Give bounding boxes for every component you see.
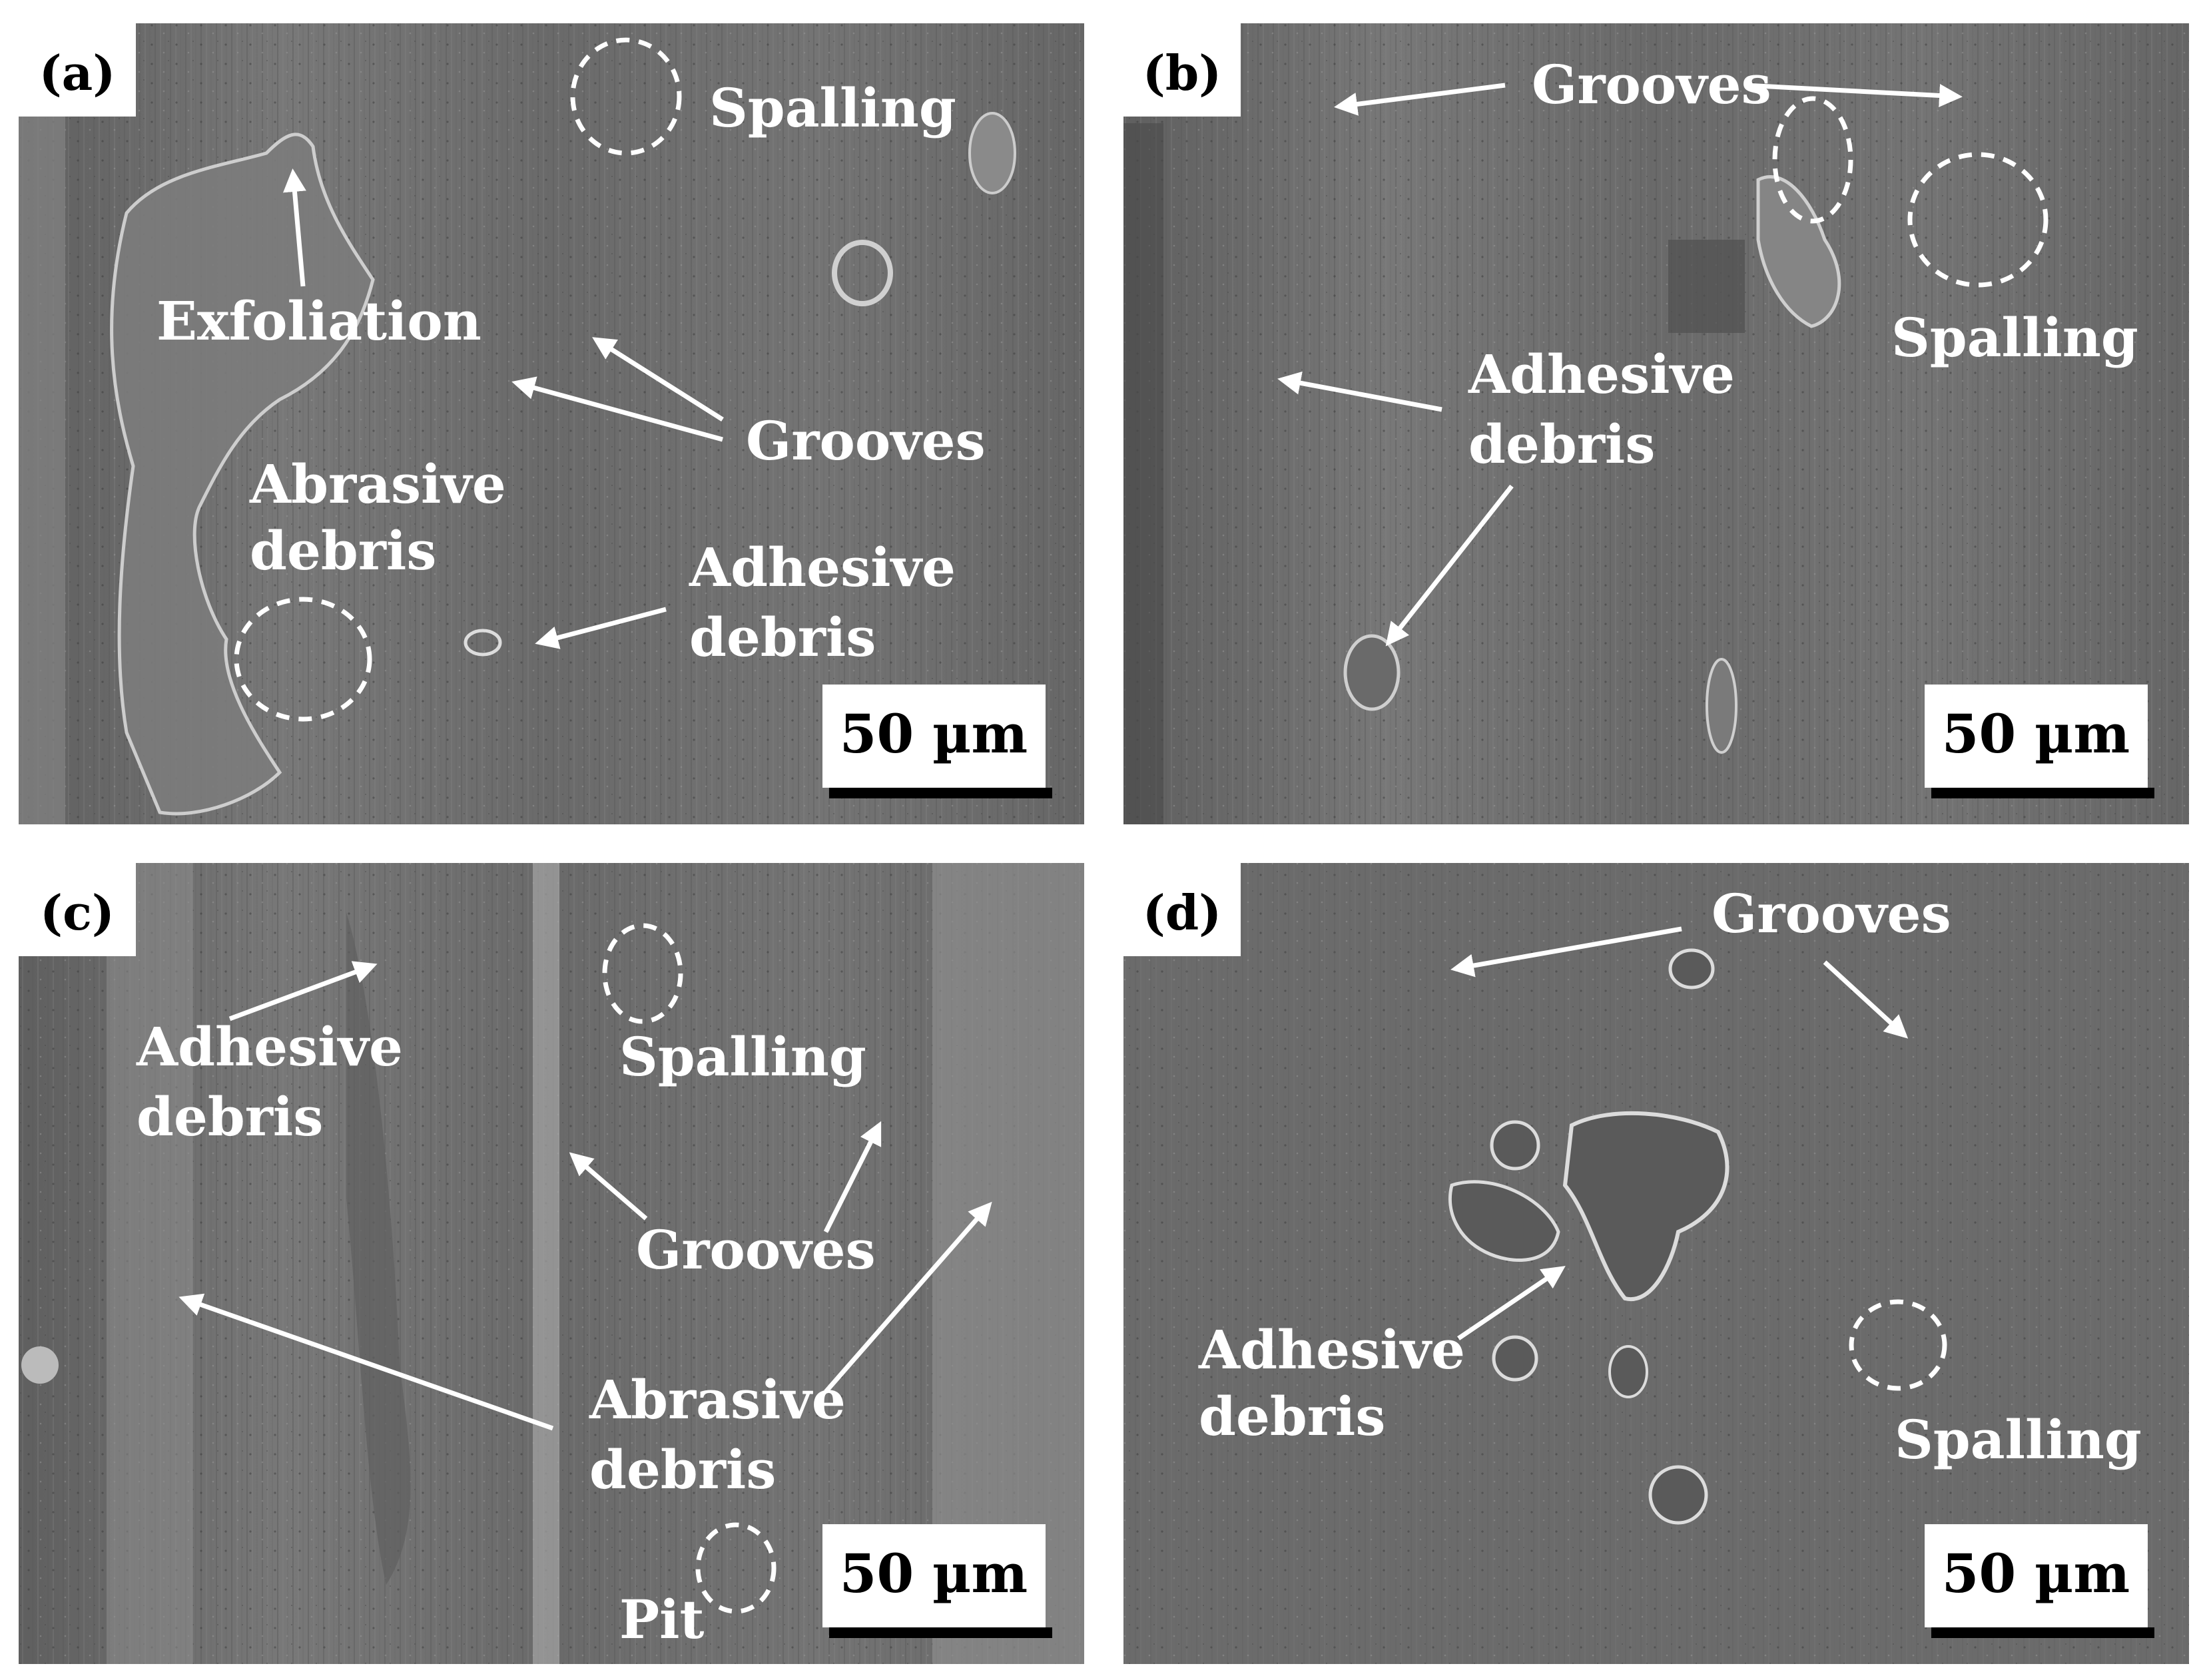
label-abrasive-c-1: Abrasive — [589, 1368, 846, 1431]
arrow-grooves-c-2 — [823, 1121, 882, 1233]
label-spalling-c: Spalling — [619, 1025, 866, 1088]
arrow-adhesive-d — [1457, 1266, 1566, 1340]
label-adhesive-d-2: debris — [1199, 1385, 1385, 1448]
panel-letter-b: (b) — [1143, 45, 1221, 101]
label-exfoliation-a: Exfoliation — [157, 290, 481, 352]
arrow-adhesive-a — [535, 607, 667, 649]
panel-letter-box-c — [19, 863, 136, 956]
label-adhesive-d-1: Adhesive — [1198, 1318, 1465, 1381]
label-grooves-b: Grooves — [1532, 53, 1771, 116]
scale-text-a: 50 µm — [840, 702, 1028, 765]
panel-d: (d) Grooves Adhesive debris Spalling 50 … — [1123, 863, 2189, 1664]
arrow-grooves-a-2 — [511, 376, 723, 442]
label-grooves-d: Grooves — [1712, 882, 1951, 945]
arrow-adhesive-b-1 — [1277, 371, 1442, 412]
label-spalling-d: Spalling — [1895, 1408, 2142, 1471]
label-adhesive-a-2: debris — [689, 606, 876, 669]
panel-c: (c) Adhesive debris Spalling Grooves Abr… — [19, 863, 1084, 1664]
pit-circle-c — [695, 1522, 777, 1614]
spalling-circle-d — [1849, 1299, 1947, 1391]
label-adhesive-b-2: debris — [1468, 413, 1655, 475]
panel-letter-box-b — [1123, 23, 1241, 117]
scale-box-c — [822, 1524, 1046, 1627]
arrow-grooves-b-1 — [1334, 83, 1506, 116]
label-grooves-c: Grooves — [636, 1219, 876, 1281]
arrow-exfoliation-a — [283, 168, 306, 287]
label-abrasive-a-1: Abrasive — [249, 453, 506, 515]
scale-bar-b — [1931, 788, 2154, 798]
label-grooves-a: Grooves — [746, 410, 986, 472]
arrow-grooves-b-2 — [1744, 83, 1963, 107]
panel-letter-d: (d) — [1143, 884, 1221, 941]
scale-text-c: 50 µm — [840, 1542, 1028, 1605]
panel-letter-a: (a) — [39, 45, 116, 101]
spalling-circle-c — [602, 923, 683, 1024]
arrow-abrasive-c-1 — [178, 1293, 554, 1431]
scale-box-a — [822, 685, 1046, 788]
scale-bar-a — [829, 788, 1052, 798]
scale-text-b: 50 µm — [1942, 702, 2130, 765]
arrow-adhesive-c — [228, 961, 378, 1021]
arrow-grooves-d-2 — [1823, 960, 1909, 1039]
spalling-circle-b-1 — [1772, 96, 1853, 224]
scale-text-d: 50 µm — [1942, 1542, 2130, 1605]
scale-bar-d — [1931, 1627, 2154, 1638]
arrow-adhesive-b-2 — [1385, 484, 1514, 647]
scale-box-d — [1925, 1524, 2148, 1627]
spalling-circle-a — [570, 37, 682, 156]
label-abrasive-a-2: debris — [250, 519, 436, 582]
panel-letter-box-a — [19, 23, 136, 117]
label-adhesive-b-1: Adhesive — [1468, 343, 1735, 406]
label-adhesive-c-1: Adhesive — [136, 1015, 403, 1078]
label-adhesive-c-2: debris — [137, 1085, 323, 1148]
arrow-grooves-a-1 — [592, 337, 724, 421]
arrow-grooves-c-1 — [569, 1152, 648, 1221]
arrow-abrasive-c-2 — [824, 1201, 992, 1394]
abrasive-circle-a — [234, 597, 372, 722]
label-spalling-a: Spalling — [709, 77, 956, 139]
label-spalling-b: Spalling — [1891, 306, 2138, 369]
panel-a: (a) Spalling Exfoliation Grooves Abrasiv… — [19, 23, 1084, 824]
label-pit-c: Pit — [619, 1588, 705, 1651]
label-abrasive-c-2: debris — [589, 1438, 776, 1501]
label-adhesive-a-1: Adhesive — [689, 536, 956, 599]
arrow-grooves-d-1 — [1450, 926, 1682, 978]
panel-b: (b) Grooves Spalling Adhesive debris 50 … — [1123, 23, 2189, 824]
scale-box-b — [1925, 685, 2148, 788]
exfoliation-region — [110, 133, 375, 816]
panel-letter-c: (c) — [40, 884, 115, 941]
scale-bar-c — [829, 1627, 1052, 1638]
panel-letter-box-d — [1123, 863, 1241, 956]
spalling-circle-b-2 — [1907, 152, 2048, 288]
